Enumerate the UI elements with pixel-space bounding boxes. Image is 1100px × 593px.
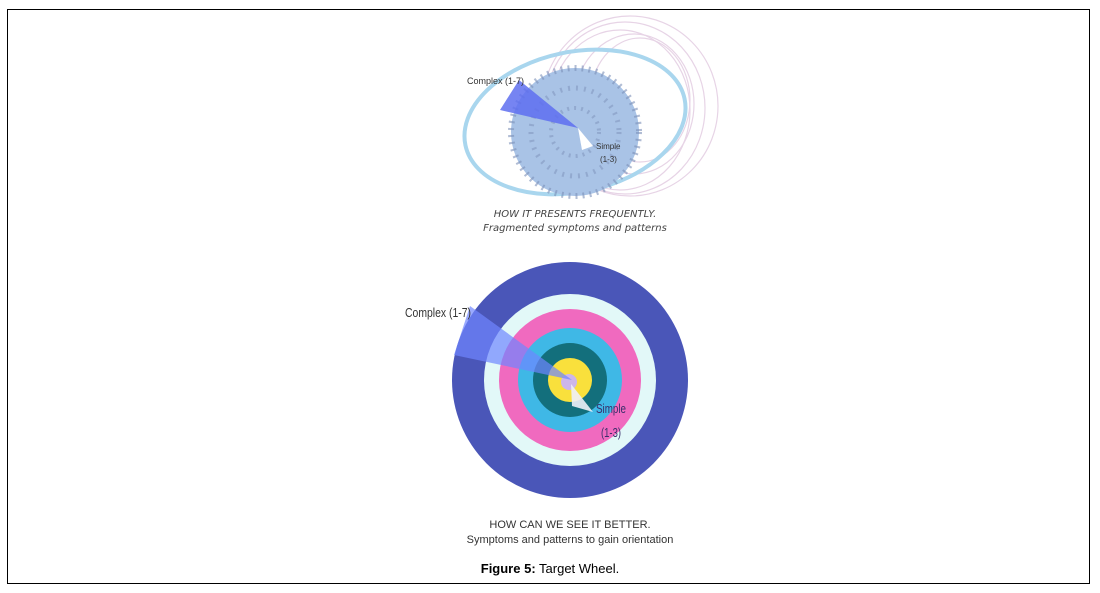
figure-frame bbox=[7, 9, 1090, 584]
simple-label: Simple bbox=[596, 142, 621, 151]
simple-wedge bbox=[571, 384, 593, 412]
figure-label: Figure 5: bbox=[480, 561, 536, 576]
bottom-caption-title: HOW CAN WE SEE IT BETTER. bbox=[489, 519, 651, 531]
top-caption-title: HOW IT PRESENTS FREQUENTLY. bbox=[493, 209, 657, 220]
simple-label: Simple bbox=[596, 401, 626, 416]
simple-range: (1-3) bbox=[601, 425, 621, 440]
top-caption: HOW IT PRESENTS FREQUENTLY. Fragmented s… bbox=[440, 208, 710, 236]
complex-label: Complex (1-7) bbox=[405, 305, 471, 320]
top-caption-subtitle: Fragmented symptoms and patterns bbox=[483, 223, 667, 234]
figure-title: Target Wheel. bbox=[535, 561, 620, 576]
simple-wedge bbox=[578, 128, 593, 150]
figure-caption: Figure 5: Target Wheel. bbox=[0, 561, 1100, 576]
bottom-caption: HOW CAN WE SEE IT BETTER. Symptoms and p… bbox=[430, 518, 710, 548]
target-diagram: Complex (1-7) Simple (1-3) bbox=[405, 262, 688, 498]
complex-label: Complex (1-7) bbox=[467, 76, 524, 86]
complex-wedge bbox=[500, 80, 578, 128]
bottom-caption-subtitle: Symptoms and patterns to gain orientatio… bbox=[466, 534, 674, 546]
simple-range: (1-3) bbox=[600, 155, 617, 164]
complex-wedge bbox=[454, 306, 572, 380]
fragmented-diagram: Complex (1-7) Simple (1-3) bbox=[462, 15, 719, 199]
